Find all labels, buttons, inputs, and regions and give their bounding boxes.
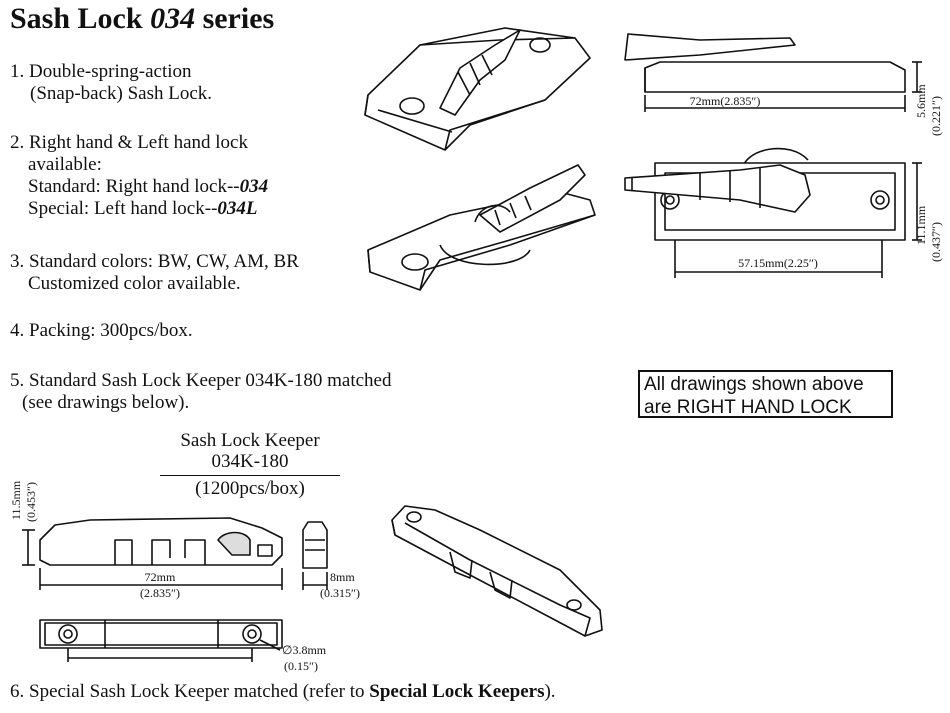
dim-keeper-width: 8mm [330, 570, 355, 584]
dim-hole-dia: ∅3.8mm [282, 643, 327, 657]
dim-lock-width: 11.1mm [914, 205, 928, 245]
item-1-line-2: (Snap-back) Sash Lock. [30, 83, 213, 104]
dim-keeper-length-in: (2.835″) [140, 586, 180, 600]
item-4: 4. Packing: 300pcs/box. [10, 320, 193, 342]
keeper-divider [160, 475, 340, 476]
item-5-line-1: 5. Standard Sash Lock Keeper 034K-180 ma… [10, 370, 392, 391]
page-title: Sash Lock 034 series [10, 2, 275, 35]
item-2-special: Special: Left hand lock--034L [28, 198, 258, 219]
keeper-end-view [302, 521, 328, 590]
dim-keeper-height: 11.5mm [9, 480, 23, 520]
item-2-standard: Standard: Right hand lock--034 [28, 176, 269, 197]
lock-side-view [624, 33, 922, 112]
note-line-2: are RIGHT HAND LOCK [644, 397, 852, 418]
lock-iso-drawing-bottom [367, 164, 596, 291]
item-5: 5. Standard Sash Lock Keeper 034K-180 ma… [10, 370, 391, 414]
lock-iso-drawing-top [364, 27, 591, 151]
item-6: 6. Special Sash Lock Keeper matched (ref… [10, 681, 556, 702]
right-hand-note: All drawings shown above are RIGHT HAND … [638, 370, 893, 418]
item-2-line-1: 2. Right hand & Left hand lock [10, 132, 248, 153]
dim-lock-height-in: (0.221″) [929, 96, 943, 136]
keeper-heading: Sash Lock Keeper 034K-180 (1200pcs/box) [160, 430, 340, 499]
dim-keeper-length: 72mm [145, 570, 176, 584]
keeper-title: Sash Lock Keeper [180, 430, 320, 451]
keeper-iso-view [391, 505, 603, 637]
note-line-1: All drawings shown above [644, 374, 864, 395]
dim-lock-height: 5.6mm [914, 84, 928, 118]
item-4-line-1: 4. Packing: 300pcs/box. [10, 320, 193, 341]
keeper-side-view [22, 517, 283, 590]
dim-hole-spacing: 57.15mm(2.25″) [738, 256, 818, 270]
keeper-model: 034K-180 [211, 451, 289, 472]
item-2: 2. Right hand & Left hand lock available… [10, 132, 268, 220]
item-2-line-2: available: [28, 154, 102, 175]
keeper-packing: (1200pcs/box) [195, 478, 305, 499]
keeper-plan-view [39, 619, 283, 662]
dimension-labels: 72mm(2.835″) 5.6mm (0.221″) 11.1mm (0.43… [9, 84, 943, 673]
dim-keeper-width-in: (0.315″) [320, 586, 360, 600]
dim-hole-dia-in: (0.15″) [284, 659, 318, 673]
item-5-line-2: (see drawings below). [22, 392, 190, 413]
lock-plan-view [624, 147, 922, 278]
dim-lock-width-in: (0.437″) [929, 222, 943, 262]
dim-keeper-height-in: (0.453″) [24, 482, 38, 522]
item-3: 3. Standard colors: BW, CW, AM, BR Custo… [10, 251, 299, 295]
dim-lock-length: 72mm(2.835″) [690, 94, 761, 108]
item-3-line-1: 3. Standard colors: BW, CW, AM, BR [10, 251, 299, 272]
item-1-line-1: 1. Double-spring-action [10, 61, 192, 82]
item-1: 1. Double-spring-action (Snap-back) Sash… [10, 61, 212, 105]
item-3-line-2: Customized color available. [28, 273, 241, 294]
